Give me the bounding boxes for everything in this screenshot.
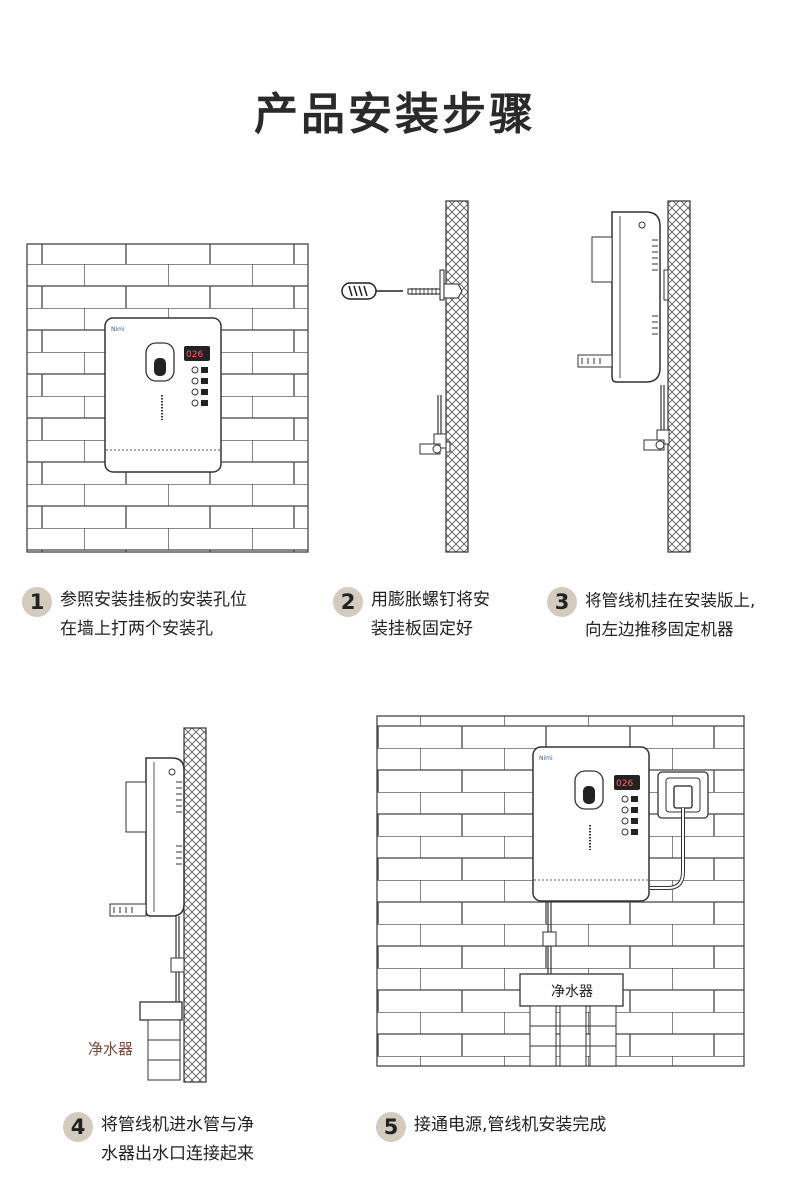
step-number-badge: 3 bbox=[547, 587, 577, 617]
step-1-line2: 在墙上打两个安装孔 bbox=[60, 619, 213, 639]
purifier-label: 净水器 bbox=[551, 984, 593, 1000]
step3-illustration bbox=[577, 200, 691, 553]
step-number-badge: 1 bbox=[22, 587, 52, 617]
step5-illustration: Nimi 026 净水器 bbox=[376, 715, 745, 1067]
device-display: 026 bbox=[616, 779, 633, 789]
step-2-line2: 装挂板固定好 bbox=[371, 619, 473, 639]
water-valve bbox=[643, 385, 670, 451]
device-brand: Nimi bbox=[111, 326, 125, 333]
step-4-caption: 4 将管线机进水管与净水器出水口连接起来 bbox=[63, 1111, 254, 1169]
step-number-badge: 5 bbox=[376, 1112, 406, 1142]
step-4-line1: 将管线机进水管与净 bbox=[101, 1115, 254, 1135]
dispenser-front: Nimi 026 bbox=[532, 746, 650, 902]
page-title: 产品安装步骤 bbox=[254, 89, 536, 140]
dispenser-front: Nimi 026 bbox=[104, 317, 222, 473]
step-number-badge: 2 bbox=[333, 587, 363, 617]
screw-anchor bbox=[341, 269, 463, 301]
step-number-badge: 4 bbox=[63, 1112, 93, 1142]
step-3-caption: 3 将管线机挂在安装版上, 向左边推移固定机器 bbox=[547, 586, 755, 644]
purifier-label-step4: 净水器 bbox=[88, 1040, 134, 1058]
step-3-line2: 向左边推移固定机器 bbox=[585, 620, 734, 639]
wall-section bbox=[667, 200, 691, 553]
step4-illustration bbox=[109, 727, 207, 1083]
step-4-line2: 水器出水口连接起来 bbox=[101, 1144, 254, 1164]
dispenser-side bbox=[577, 211, 669, 383]
dispenser-side bbox=[109, 757, 185, 917]
step-2-caption: 2 用膨胀螺钉将安装挂板固定好 bbox=[333, 586, 490, 644]
purifier-box bbox=[519, 973, 624, 1007]
purifier-connection bbox=[139, 916, 185, 1081]
wall-section bbox=[183, 727, 207, 1083]
power-outlet bbox=[650, 771, 709, 890]
water-valve bbox=[419, 395, 451, 455]
step-3-line1: 将管线机挂在安装版上, bbox=[585, 591, 756, 610]
step2-illustration bbox=[341, 200, 469, 553]
purifier-connection: 净水器 bbox=[519, 901, 624, 1067]
step-1-line1: 参照安装挂板的安装孔位 bbox=[60, 590, 247, 610]
device-brand: Nimi bbox=[539, 755, 553, 762]
step-2-line1: 用膨胀螺钉将安 bbox=[371, 590, 490, 610]
step-1-caption: 1 参照安装挂板的安装孔位在墙上打两个安装孔 bbox=[22, 586, 247, 644]
step-5-line1: 接通电源,管线机安装完成 bbox=[414, 1115, 607, 1135]
purifier-box bbox=[139, 1001, 183, 1021]
step-5-caption: 5 接通电源,管线机安装完成 bbox=[376, 1111, 606, 1142]
device-display: 026 bbox=[186, 350, 203, 360]
step1-illustration: Nimi 026 bbox=[26, 243, 309, 553]
wall-section bbox=[445, 200, 469, 553]
